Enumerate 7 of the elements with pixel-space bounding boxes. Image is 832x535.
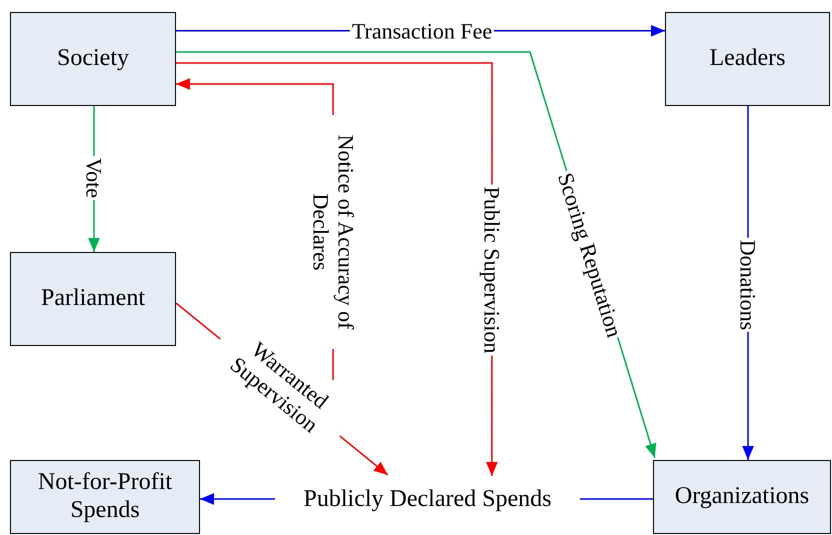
process-box: Society: [10, 12, 176, 106]
process-box: Parliament: [10, 252, 176, 346]
process-box: Organizations: [653, 460, 831, 534]
flow-label: Publicly Declared Spends: [275, 484, 580, 516]
process-box: Not-for-Profit Spends: [10, 460, 200, 534]
arrow: [200, 493, 275, 505]
process-box: Leaders: [665, 12, 830, 106]
